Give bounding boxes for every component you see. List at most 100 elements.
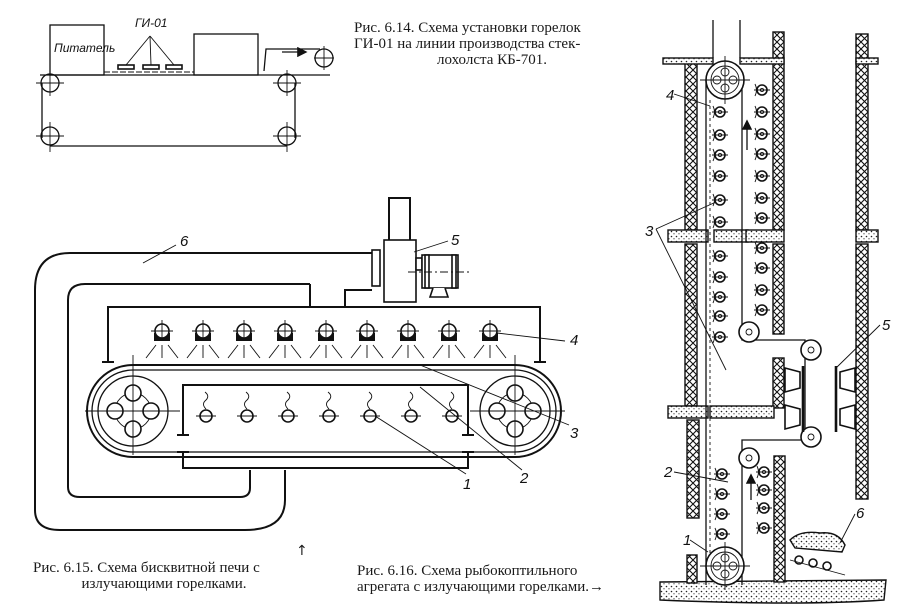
radiant-burner — [186, 320, 220, 359]
burner-gi01 — [117, 64, 135, 70]
fish-hanger — [714, 487, 730, 501]
fan-housing — [383, 239, 417, 303]
fish-hanger — [756, 521, 772, 535]
fish-hanger — [754, 191, 770, 205]
lower-tray — [182, 452, 469, 469]
burner-flame — [401, 391, 421, 423]
caption-line: лохолста КБ-701. — [437, 52, 547, 68]
feeder-label: Питатель — [54, 41, 115, 55]
idler-wheels — [738, 321, 822, 469]
burner-flame — [442, 391, 462, 423]
figure-6-14-diagram: Питатель ГИ-01 — [36, 16, 334, 152]
figure-6-15-diagram: 6 5 4 — [34, 197, 579, 531]
figure-6-15-caption: Рис. 6.15. Схема бисквитной печи с излуч… — [33, 560, 295, 592]
callout-6-label: 6 — [856, 505, 865, 522]
burner-flame — [319, 391, 339, 423]
fish-hanger — [756, 465, 772, 479]
radiant-burner — [309, 320, 343, 359]
callout-3-label: 3 — [645, 223, 654, 240]
radiant-burner — [473, 320, 507, 359]
fish-hanger — [754, 303, 770, 317]
callout-1-label: 1 — [463, 476, 471, 493]
top-burner-row — [145, 320, 507, 359]
burner-group-label: ГИ-01 — [135, 16, 167, 30]
callout-4-label: 4 — [570, 332, 578, 349]
caption-line: ГИ-01 на линии производства стек- — [354, 36, 581, 52]
burner-leaders — [125, 35, 175, 66]
fish-hanger — [754, 147, 770, 161]
radiant-burner — [432, 320, 466, 359]
burner-flame — [237, 391, 257, 423]
brick-wall — [684, 62, 698, 231]
callout-6-label: 6 — [180, 233, 189, 250]
fish-hanger — [756, 501, 772, 515]
floor-slab — [659, 579, 887, 604]
figure-6-16-caption: Рис. 6.16. Схема рыбокоптильного агрегат… — [357, 563, 645, 595]
callout-1-label: 1 — [683, 532, 691, 549]
fish-hanger — [754, 83, 770, 97]
fish-hanger — [756, 483, 772, 497]
fan-stack — [388, 197, 411, 243]
belt-rollers — [36, 70, 301, 152]
fish-hanger — [754, 105, 770, 119]
bottom-burner-row — [196, 391, 462, 423]
fish-hanger — [754, 169, 770, 183]
radiant-burner — [145, 320, 179, 359]
radiant-burner — [391, 320, 425, 359]
callout-3-leader — [419, 364, 570, 426]
recirculation-duct-inner — [67, 283, 310, 498]
fish-hanger — [712, 330, 728, 344]
radiant-burner — [227, 320, 261, 359]
fish-hanger — [712, 290, 728, 304]
fish-hanger — [712, 249, 728, 263]
up-arrow-icon: ↑ — [296, 543, 308, 559]
radiant-burners — [784, 366, 856, 432]
fish-hanger — [754, 283, 770, 297]
fish-hanger — [712, 148, 728, 162]
fish-hanger — [712, 193, 728, 207]
fish-hanger — [714, 467, 730, 481]
callout-4-label: 4 — [666, 87, 674, 104]
fish-hanger — [712, 105, 728, 119]
callout-3-label: 3 — [570, 425, 579, 442]
fish-hanger — [712, 169, 728, 183]
floor-slab — [662, 57, 714, 65]
fish-hanger — [754, 127, 770, 141]
sprocket-bottom — [700, 542, 750, 590]
caption-line: агрегата с излучающими горелками.→ — [357, 579, 605, 595]
caption-line: Рис. 6.16. Схема рыбокоптильного — [357, 563, 578, 579]
drive-drum-right — [470, 355, 565, 455]
callout-6-leader — [142, 244, 177, 264]
callout-5-label: 5 — [882, 317, 891, 334]
caption-line: излучающими горелками. — [81, 576, 247, 592]
burner-gi01 — [142, 64, 160, 70]
fish-hangers — [712, 83, 772, 541]
fish-hanger — [714, 527, 730, 541]
conveyor-belt — [86, 364, 562, 458]
figure-6-16-diagram: 4 3 5 2 1 6 — [645, 20, 891, 604]
fish-hanger — [712, 215, 728, 229]
caption-line: Рис. 6.15. Схема бисквитной печи с — [33, 560, 260, 576]
fish-hanger — [712, 309, 728, 323]
callout-2-label: 2 — [663, 464, 673, 481]
callout-2-leader — [419, 386, 523, 471]
fish-hanger — [712, 128, 728, 142]
burner-gi01 — [165, 64, 183, 70]
drive-drum-left — [85, 355, 180, 455]
burner-flame — [278, 391, 298, 423]
burner-block — [789, 531, 846, 553]
burner-flame — [360, 391, 380, 423]
radiant-burner — [350, 320, 384, 359]
gas-nozzles — [789, 555, 846, 576]
burner-flame — [196, 391, 216, 423]
callout-4-leader — [496, 332, 566, 342]
radiant-burner — [268, 320, 302, 359]
fish-hanger — [714, 507, 730, 521]
burner-gi01-row — [117, 64, 183, 70]
conveyor-belt — [41, 83, 296, 147]
chimney — [712, 20, 741, 58]
fish-hanger — [712, 270, 728, 284]
fish-hanger — [754, 261, 770, 275]
fish-hanger — [754, 241, 770, 255]
